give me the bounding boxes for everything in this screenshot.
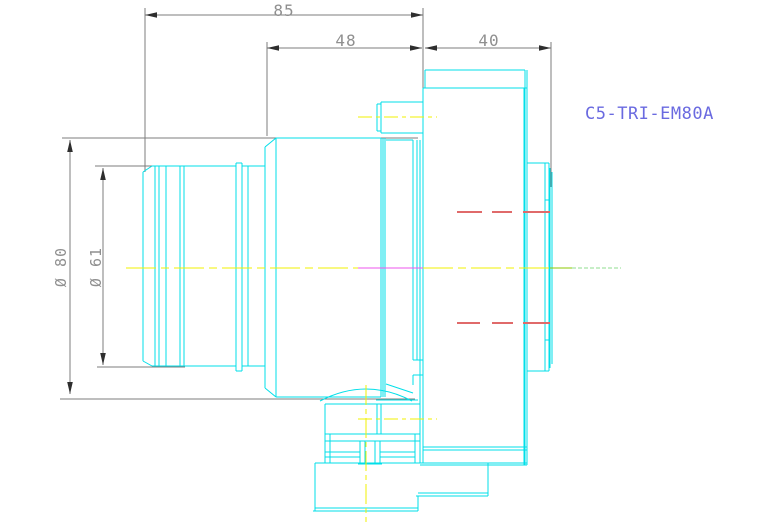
part-number-label: C5-TRI-EM80A xyxy=(585,104,714,124)
part-geometry-layer xyxy=(142,69,553,512)
centerline-layer xyxy=(126,116,621,522)
dim-mid-length-text: 48 xyxy=(335,31,356,50)
dimension-layer xyxy=(60,8,552,400)
dim-total-length-text: 85 xyxy=(273,1,294,20)
arrowheads-layer xyxy=(67,12,551,394)
dim-outer-diameter-text: Ø 80 xyxy=(52,247,70,287)
dim-front-diameter-text: Ø 61 xyxy=(87,247,105,287)
dim-rear-length-text: 40 xyxy=(478,31,499,50)
